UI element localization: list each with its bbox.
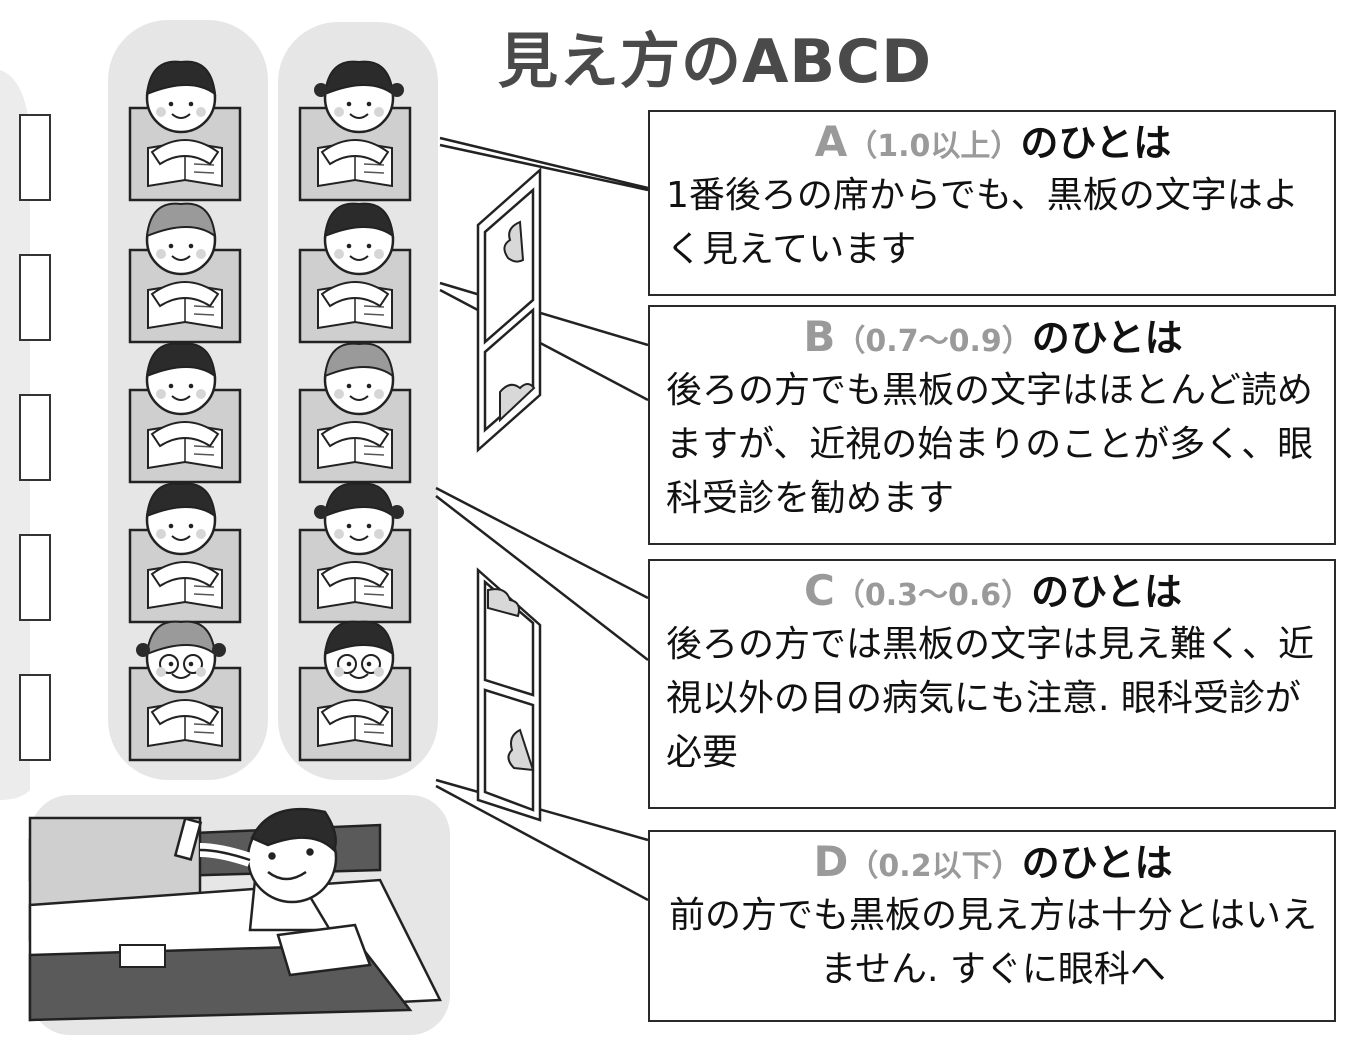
- box-d-grade: D: [813, 837, 849, 886]
- student-9: [128, 620, 242, 762]
- box-c-heading: C（0.3〜0.6）のひとは: [666, 565, 1320, 618]
- student-8: [298, 482, 412, 624]
- box-a-grade: A: [814, 117, 848, 166]
- box-d-suffix: のひとは: [1021, 841, 1173, 885]
- leader-line-c: [435, 486, 649, 661]
- box-a-text: 1番後ろの席からでも、黒板の文字はよく見えています: [666, 174, 1299, 270]
- box-b-text: 後ろの方でも黒板の文字はほとんど読めますが、近視の始まりのことが多く、眼科受診を…: [666, 369, 1314, 519]
- box-c-suffix: のひとは: [1031, 570, 1182, 614]
- leader-lines: [435, 136, 649, 902]
- student-desks: [128, 60, 412, 762]
- student-6: [298, 342, 412, 484]
- page-title: 見え方のABCD: [498, 27, 933, 97]
- box-d-text: 前の方でも黒板の見え方は十分とはいえません. すぐに眼科へ: [668, 894, 1317, 990]
- student-7: [128, 482, 242, 624]
- leader-line-b: [439, 281, 649, 402]
- student-4: [298, 202, 412, 344]
- box-a-range: （1.0以上）: [847, 129, 1021, 164]
- box-d-range: （0.2以下）: [848, 849, 1022, 884]
- leader-line-d: [435, 778, 649, 902]
- leader-line-a: [439, 136, 649, 192]
- front-area: [28, 807, 442, 1022]
- box-a-heading: A（1.0以上）のひとは: [666, 116, 1320, 169]
- box-d-heading: D（0.2以下）のひとは: [666, 836, 1320, 889]
- info-box-d: D（0.2以下）のひとは 前の方でも黒板の見え方は十分とはいえません. すぐに眼…: [648, 830, 1336, 1022]
- box-a-suffix: のひとは: [1020, 121, 1172, 165]
- info-box-c: C（0.3〜0.6）のひとは 後ろの方では黒板の文字は見え難く、近視以外の目の病…: [648, 559, 1336, 809]
- windows: [476, 167, 542, 822]
- student-5: [128, 342, 242, 484]
- info-box-b: B（0.7〜0.9）のひとは 後ろの方でも黒板の文字はほとんど読めますが、近視の…: [648, 305, 1336, 545]
- box-b-heading: B（0.7〜0.9）のひとは: [666, 311, 1320, 364]
- box-b-range: （0.7〜0.9）: [835, 324, 1032, 359]
- student-1: [128, 60, 242, 202]
- box-c-text: 後ろの方では黒板の文字は見え難く、近視以外の目の病気にも注意. 眼科受診が必要: [666, 623, 1315, 773]
- left-wall: [0, 70, 51, 800]
- student-3: [128, 202, 242, 344]
- box-b-grade: B: [803, 312, 836, 361]
- box-c-range: （0.3〜0.6）: [834, 578, 1032, 613]
- student-2: [298, 60, 412, 202]
- info-box-a: A（1.0以上）のひとは 1番後ろの席からでも、黒板の文字はよく見えています: [648, 110, 1336, 296]
- box-b-suffix: のひとは: [1031, 316, 1183, 360]
- box-c-grade: C: [804, 566, 835, 615]
- student-10: [298, 620, 412, 762]
